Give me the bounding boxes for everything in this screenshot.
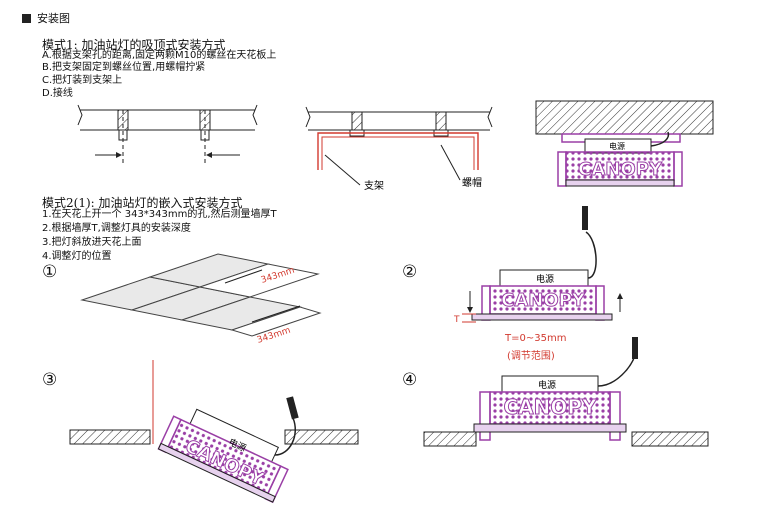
step-mark-2: ②	[402, 262, 418, 282]
canopy-text-2: CANOPY	[501, 290, 586, 311]
mode1-step-a: A.根据支架孔的距离,固定两颗M10的螺丝在天花板上	[42, 50, 277, 61]
ceiling-grid-figure	[80, 253, 322, 337]
label-nut: 螺帽	[462, 176, 482, 189]
step-mark-1: ①	[42, 262, 58, 282]
depth-adjust-figure	[462, 206, 623, 323]
t-label: T	[453, 315, 460, 325]
installed-figure	[423, 337, 709, 447]
mode1-step-d: D.接线	[42, 88, 73, 99]
section-title: 安装图	[37, 12, 70, 25]
mode2-step-3: 3.把灯斜放进天花上面	[42, 237, 142, 248]
label-power-4: 电源	[538, 379, 556, 391]
bracket-figure	[305, 106, 493, 186]
canopy-text-m1: CANOPY	[578, 159, 663, 180]
label-power-2: 电源	[536, 273, 554, 285]
ceiling-bolts-figure	[77, 104, 258, 165]
header-square-icon	[22, 13, 31, 23]
mode2-step-1: 1.在天花上开一个 343*343mm的孔,然后测量墙厚T	[42, 209, 277, 220]
t-range-note: (调节范围)	[507, 351, 555, 362]
mode2-step-4: 4.调整灯的位置	[42, 251, 112, 262]
mode1-title: 模式1: 加油站灯的吸顶式安装方式	[42, 38, 226, 52]
mode2-title: 模式2(1): 加油站灯的嵌入式安装方式	[42, 196, 243, 210]
surface-mount-figure	[535, 100, 714, 187]
mode2-step-2: 2.根据墙厚T,调整灯具的安装深度	[42, 223, 191, 234]
t-range-label: T=0~35mm	[505, 333, 567, 344]
mode1-step-b: B.把支架固定到螺丝位置,用螺帽拧紧	[42, 62, 206, 73]
tilted-insert-figure	[69, 360, 359, 504]
step-mark-3: ③	[42, 370, 58, 390]
label-power-m1: 电源	[609, 141, 625, 151]
section-header: 安装图	[22, 10, 70, 26]
canopy-text-4: CANOPY	[503, 395, 597, 419]
step-mark-4: ④	[402, 370, 418, 390]
mode1-step-c: C.把灯装到支架上	[42, 75, 123, 86]
label-bracket: 支架	[364, 180, 384, 192]
